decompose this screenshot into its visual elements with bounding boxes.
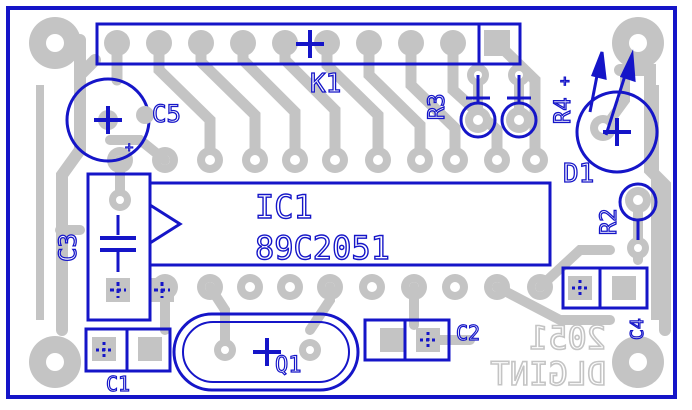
copper-layer <box>29 17 671 388</box>
board-code: 2051 <box>529 319 606 357</box>
mounting-hole-bottom-left <box>29 336 81 388</box>
board-marking: 2051 DLGINT <box>490 318 607 394</box>
ic1-top-pads <box>107 147 548 173</box>
label-k1: K1 <box>310 69 341 99</box>
label-c5: C5 <box>152 100 181 128</box>
crystal-q1 <box>172 312 360 392</box>
label-c2: C2 <box>456 321 480 345</box>
label-c1: C1 <box>106 372 130 396</box>
capacitor-c4 <box>561 266 649 310</box>
label-d1: D1 <box>563 159 594 189</box>
label-r3: R3 <box>425 94 450 121</box>
label-c4: C4 <box>627 318 648 340</box>
capacitor-c3 <box>86 172 170 322</box>
capacitor-c1 <box>84 327 172 373</box>
mounting-hole-bottom-right <box>612 336 664 388</box>
mounting-hole-top-left <box>29 17 81 69</box>
label-q1: Q1 <box>275 353 302 378</box>
resistor-r2 <box>618 182 658 240</box>
label-r4: R4 <box>551 98 576 125</box>
label-ic1-ref: IC1 <box>255 188 313 226</box>
resistor-r4 <box>500 75 538 139</box>
label-c3: C3 <box>54 233 82 262</box>
connector-k1 <box>95 22 522 66</box>
capacitor-c5 <box>65 77 154 163</box>
silkscreen-layer <box>6 6 677 399</box>
diode-d1 <box>575 49 659 174</box>
label-r4-plus: + <box>555 76 574 86</box>
label-r2: R2 <box>597 209 622 236</box>
labels: K1 C5 + R3 R4 + D1 R2 IC1 89C2051 C3 C4 … <box>53 68 648 396</box>
label-ic1-part: 89C2051 <box>255 229 390 267</box>
board-name: DLGINT <box>490 355 606 393</box>
capacitor-c2 <box>363 318 451 362</box>
resistor-r3 <box>459 75 497 139</box>
board-outline <box>6 6 677 399</box>
label-c5-plus: + <box>125 140 133 156</box>
mounting-hole-top-right <box>612 17 664 69</box>
